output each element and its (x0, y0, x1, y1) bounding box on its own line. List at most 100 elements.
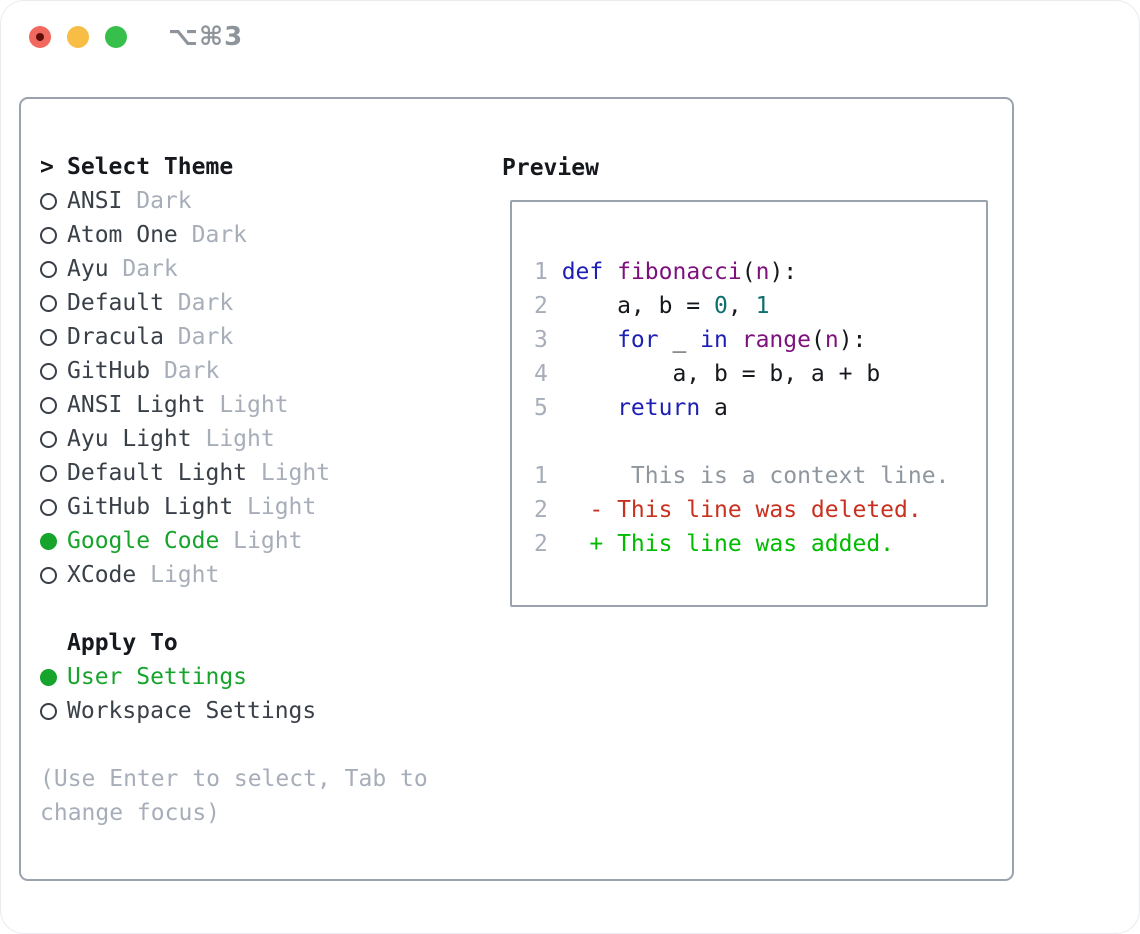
radio-icon (40, 328, 57, 346)
theme-variant-label: Light (136, 562, 220, 588)
code-token: ): (769, 259, 798, 285)
apply-option-label: User Settings (67, 664, 248, 690)
line-number: 4 (534, 361, 548, 387)
theme-name-label: XCode (67, 562, 137, 588)
radio-icon (40, 226, 57, 244)
code-token: a, b = b, a + b (561, 361, 881, 387)
theme-option-default[interactable]: Default Dark (21, 286, 491, 320)
theme-option-ayu-light[interactable]: Ayu Light Light (21, 422, 491, 456)
code-token (603, 259, 617, 285)
theme-variant-label: Light (219, 528, 303, 554)
theme-variant-label: Dark (177, 222, 248, 248)
code-token: a, b = (561, 293, 715, 319)
select-theme-header-row: > Select Theme (21, 150, 491, 184)
theme-name-label: Dracula (67, 324, 164, 350)
theme-option-ansi[interactable]: ANSI Dark (21, 184, 491, 218)
spacer (21, 728, 491, 762)
radio-icon (40, 396, 57, 414)
theme-name-label: Ayu Light (67, 426, 192, 452)
help-text: (Use Enter to select, Tab to change focus… (21, 762, 491, 830)
code-token: ( (810, 327, 825, 353)
code-token: a (700, 395, 728, 421)
code-token (562, 327, 617, 353)
theme-option-dracula[interactable]: Dracula Dark (21, 320, 491, 354)
titlebar: ⌥⌘3 (0, 0, 1140, 74)
selection-caret-icon: > (40, 154, 54, 180)
code-line: 5 return a (534, 391, 880, 425)
window-title: ⌥⌘3 (168, 22, 244, 52)
code-token: n (755, 259, 770, 285)
apply-option-user-settings[interactable]: User Settings (21, 660, 491, 694)
radio-selected-icon (40, 668, 57, 686)
line-number: 2 (534, 497, 548, 523)
line-number: 3 (534, 327, 548, 353)
radio-selected-icon (40, 532, 57, 550)
code-token: def (561, 259, 604, 285)
close-button[interactable] (29, 26, 51, 48)
theme-name-label: Default (67, 290, 164, 316)
radio-icon (40, 566, 57, 584)
line-number: 1 (534, 259, 548, 285)
diff-text: - This line was deleted. (561, 497, 922, 523)
code-token: for (617, 327, 659, 353)
preview-heading: Preview (502, 155, 599, 181)
apply-option-workspace-settings[interactable]: Workspace Settings (21, 694, 491, 728)
theme-option-default-light[interactable]: Default Light Light (21, 456, 491, 490)
theme-option-atom-one[interactable]: Atom One Dark (21, 218, 491, 252)
code-token: 1 (755, 293, 770, 319)
theme-option-github[interactable]: GitHub Dark (21, 354, 491, 388)
apply-to-header-row: Apply To (21, 626, 491, 660)
theme-variant-label: Light (205, 392, 289, 418)
theme-variant-label: Dark (163, 324, 234, 350)
code-token: ( (741, 259, 756, 285)
theme-option-google-code[interactable]: Google Code Light (21, 524, 491, 558)
theme-variant-label: Dark (163, 290, 234, 316)
diff-preview: 1 This is a context line.2 - This line w… (534, 459, 949, 561)
radio-icon (40, 260, 57, 278)
theme-option-ayu[interactable]: Ayu Dark (21, 252, 491, 286)
theme-name-label: Atom One (67, 222, 178, 248)
code-token: fibonacci (617, 259, 742, 285)
code-token: 0 (714, 293, 728, 319)
theme-option-ansi-light[interactable]: ANSI Light Light (21, 388, 491, 422)
diff-text: + This line was added. (561, 531, 895, 557)
minimize-button[interactable] (67, 26, 89, 48)
apply-to-heading: Apply To (67, 630, 178, 656)
code-line: 1 def fibonacci(n): (534, 255, 880, 289)
code-token (728, 327, 742, 353)
diff-text: This is a context line. (561, 463, 950, 489)
radio-icon (40, 362, 57, 380)
theme-variant-label: Dark (122, 188, 192, 214)
code-line: 3 for _ in range(n): (534, 323, 880, 357)
zoom-button[interactable] (105, 26, 127, 48)
line-number: 2 (534, 531, 548, 557)
line-number: 2 (534, 293, 548, 319)
code-token: return (617, 395, 701, 421)
help-line: change focus) (40, 800, 221, 826)
theme-variant-label: Light (191, 426, 275, 452)
apply-option-label: Workspace Settings (67, 698, 317, 724)
theme-variant-label: Light (233, 494, 317, 520)
line-number: 5 (534, 395, 548, 421)
diff-line-added: 2 + This line was added. (534, 527, 949, 561)
line-number: 1 (534, 463, 548, 489)
theme-name-label: Ayu (67, 256, 109, 282)
select-theme-heading: Select Theme (67, 154, 234, 180)
theme-variant-label: Dark (150, 358, 220, 384)
theme-variant-label: Dark (108, 256, 178, 282)
code-token: range (741, 327, 811, 353)
diff-line-context: 1 This is a context line. (534, 459, 949, 493)
theme-option-github-light[interactable]: GitHub Light Light (21, 490, 491, 524)
theme-name-label: GitHub Light (67, 494, 234, 520)
code-token: n (824, 327, 839, 353)
spacer (21, 592, 491, 626)
theme-name-label: Default Light (67, 460, 248, 486)
help-line: (Use Enter to select, Tab to (40, 766, 428, 792)
theme-option-xcode[interactable]: XCode Light (21, 558, 491, 592)
diff-line-deleted: 2 - This line was deleted. (534, 493, 949, 527)
